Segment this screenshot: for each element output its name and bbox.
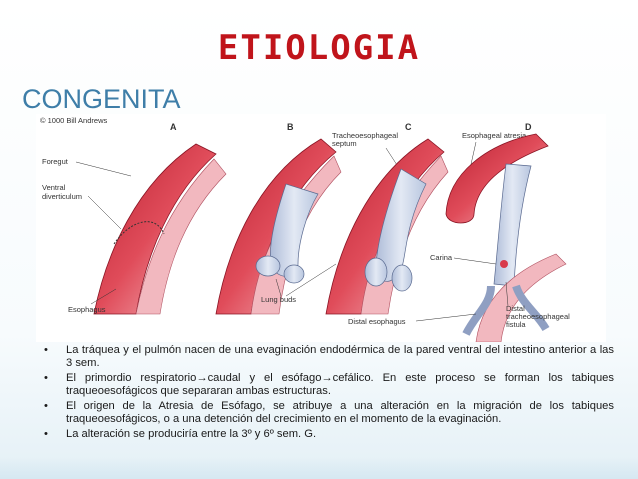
- panel-a-label: A: [170, 122, 177, 132]
- lung-buds-label: Lung buds: [261, 295, 296, 304]
- panel-c-drawing: [325, 138, 449, 315]
- septum-label-2: septum: [332, 139, 357, 148]
- bullet-item: La tráquea y el pulmón nacen de una evag…: [44, 344, 614, 370]
- fistula-label-1: Distal: [506, 304, 525, 313]
- embryology-figure: © 1000 Bill Andrews A Foregut Ventral di…: [36, 114, 606, 342]
- ventral-label-1: Ventral: [42, 183, 66, 192]
- atresia-label: Esophageal atresia: [462, 131, 527, 140]
- bullet-item: El primordio respiratorio→caudal y el es…: [44, 372, 614, 398]
- footer-decoration: [0, 457, 638, 479]
- fistula-label-3: fistula: [506, 320, 526, 329]
- bullet-item: La alteración se produciría entre la 3º …: [44, 428, 614, 441]
- panel-d-drawing: [445, 133, 567, 342]
- ventral-label-2: diverticulum: [42, 192, 82, 201]
- esophagus-label: Esophagus: [68, 305, 106, 314]
- foregut-label: Foregut: [42, 157, 69, 166]
- panel-b-label: B: [287, 122, 294, 132]
- fistula-label-2: tracheoesophageal: [506, 312, 570, 321]
- bullet-item: El origen de la Atresia de Esófago, se a…: [44, 400, 614, 426]
- panel-c-label: C: [405, 122, 412, 132]
- panel-a-drawing: [93, 143, 227, 315]
- panel-b-drawing: [215, 138, 342, 315]
- embryology-illustration: © 1000 Bill Andrews A Foregut Ventral di…: [40, 116, 570, 342]
- bullet-list: La tráquea y el pulmón nacen de una evag…: [44, 344, 614, 443]
- panel-d-label: D: [525, 122, 532, 132]
- carina-label: Carina: [430, 253, 453, 262]
- copyright-label: © 1000 Bill Andrews: [40, 116, 107, 125]
- slide-title: ETIOLOGIA: [217, 28, 421, 68]
- distal-esophagus-label: Distal esophagus: [348, 317, 406, 326]
- slide-subtitle: CONGENITA: [22, 84, 181, 114]
- septum-label-1: Tracheoesophageal: [332, 131, 398, 140]
